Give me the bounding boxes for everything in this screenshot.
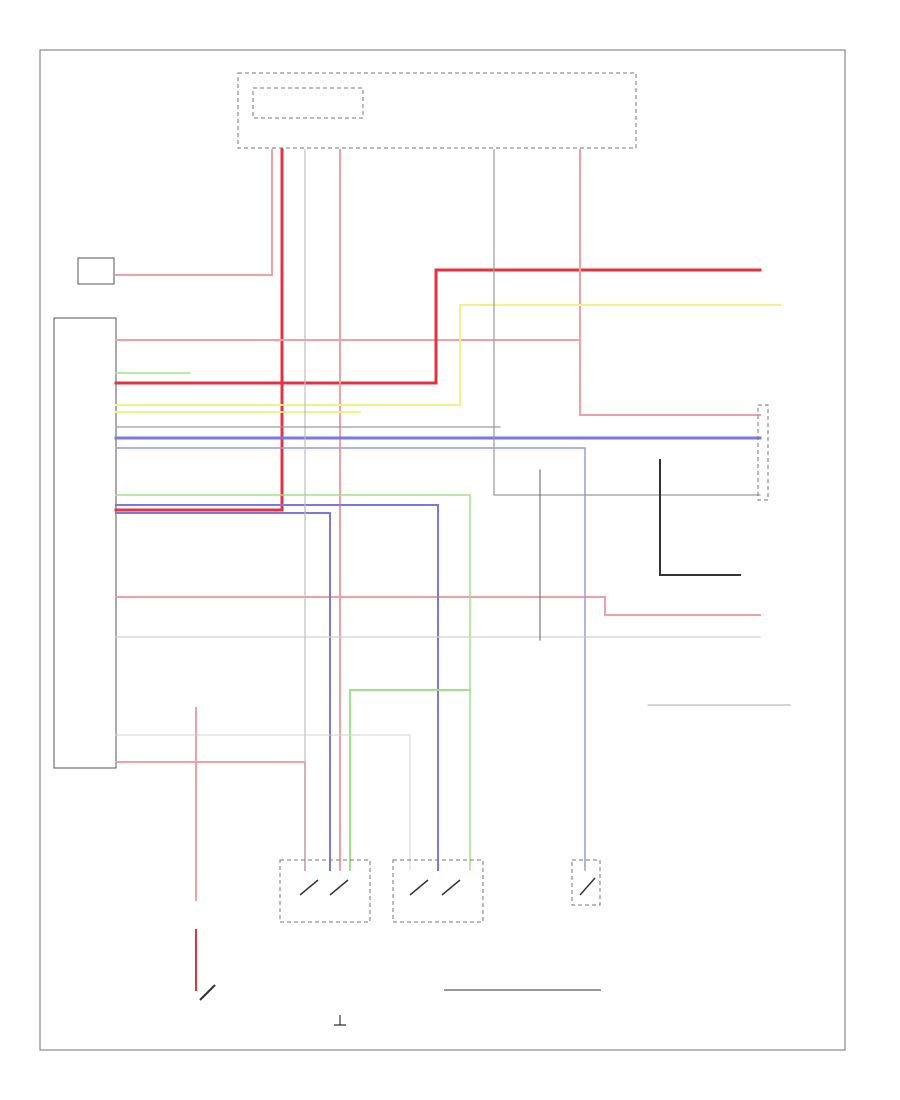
wire-red-6 xyxy=(579,149,761,416)
top-switch-box xyxy=(237,72,637,149)
ground-symbol xyxy=(334,1015,346,1026)
buzzer xyxy=(77,257,115,285)
wire-black-1 xyxy=(659,459,741,576)
lamp-switch xyxy=(571,859,601,906)
lamp-ground-switch xyxy=(199,984,216,1001)
wire-blue-4 xyxy=(115,447,586,871)
wire-yellow-1 xyxy=(115,304,781,406)
wire-red-7 xyxy=(115,596,761,616)
wire-green-3 xyxy=(349,689,471,871)
wire-gray-6 xyxy=(115,734,411,871)
left-door-switch xyxy=(392,859,484,923)
control-module xyxy=(53,317,117,769)
wire-blue-2 xyxy=(115,512,331,871)
wire-red-1 xyxy=(115,149,273,276)
wire-red-2 xyxy=(114,148,284,512)
wire-red-4 xyxy=(114,268,762,385)
right-connector xyxy=(757,404,769,501)
wire-red-8 xyxy=(115,761,306,871)
wire-blue-3 xyxy=(115,504,439,871)
wire-green-1 xyxy=(115,494,471,871)
right-door-switch xyxy=(279,859,371,923)
diagram-frame xyxy=(39,49,846,1051)
wire-gray-2 xyxy=(493,149,761,496)
wires xyxy=(114,148,791,991)
